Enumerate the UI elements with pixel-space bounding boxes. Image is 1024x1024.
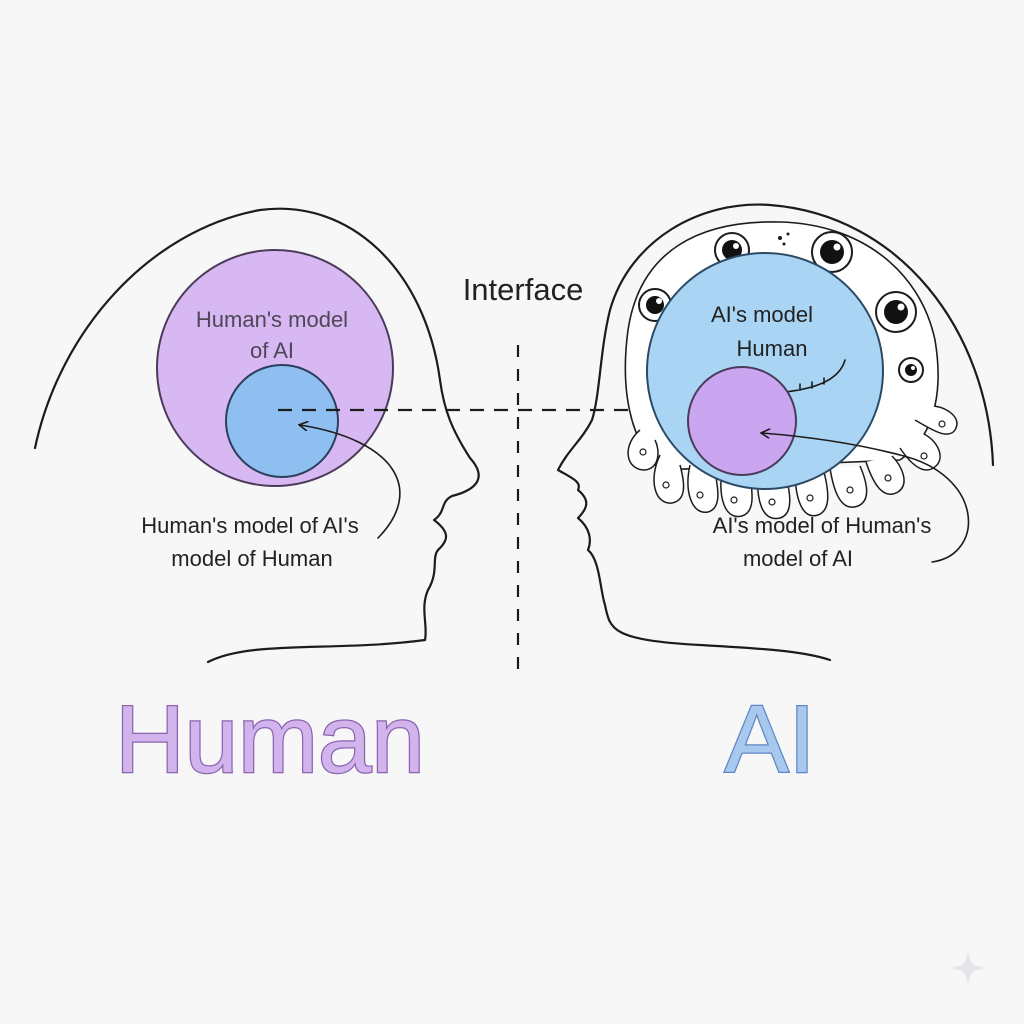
ai-side: AI's model Human AI's model of Human's m… <box>556 203 995 662</box>
human-inner-label-line1: Human's model of AI's <box>141 513 359 538</box>
eye-icon <box>898 357 924 383</box>
ai-title: AI <box>725 686 816 793</box>
interface-area: Interface <box>278 272 778 675</box>
human-model-of-ai-model-circle <box>225 364 339 478</box>
human-outer-label-line2: of AI <box>250 338 294 363</box>
ai-outer-label-line1: AI's model <box>711 302 813 327</box>
ai-pointer-arrow <box>762 433 970 563</box>
octopus-spots <box>778 232 790 246</box>
interface-label: Interface <box>463 272 584 307</box>
ai-inner-label-line2: model of AI <box>743 546 853 571</box>
eye-icon <box>875 291 917 333</box>
ai-octopus-eyes <box>638 231 924 383</box>
ai-inner-label-line1: AI's model of Human's <box>713 513 932 538</box>
ai-model-of-human-model-circle <box>687 366 797 476</box>
sparkle-icon <box>952 952 984 984</box>
human-outer-label-line1: Human's model <box>196 307 348 332</box>
human-title: Human <box>115 686 424 793</box>
ai-head-outline <box>556 203 995 662</box>
human-inner-label-line2: model of Human <box>171 546 332 571</box>
ai-curl-tentacle <box>784 359 846 393</box>
ai-octopus-suckers <box>639 420 946 506</box>
eye-icon <box>811 231 853 273</box>
human-head-outline <box>33 207 480 664</box>
human-side: Human's model of AI Human's model of AI'… <box>33 207 480 664</box>
human-pointer-arrow <box>300 425 401 539</box>
ai-outer-label-line2: Human <box>737 336 808 361</box>
